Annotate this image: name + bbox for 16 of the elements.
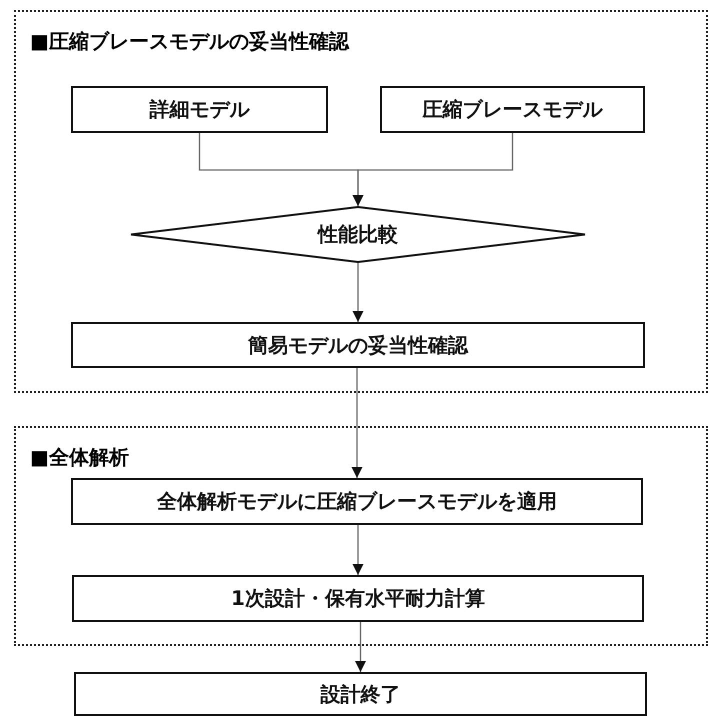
group-heading: ■圧縮ブレースモデルの妥当性確認 <box>30 28 349 55</box>
dotted-group-frame <box>14 10 708 393</box>
arrow <box>352 133 514 206</box>
dotted-group-frame <box>14 426 708 646</box>
arrow <box>352 263 364 322</box>
arrow <box>352 368 362 478</box>
process-box: 1次設計・保有水平耐力計算 <box>72 575 644 622</box>
group-heading: ■全体解析 <box>30 444 129 471</box>
process-box: 詳細モデル <box>71 86 328 133</box>
process-box: 全体解析モデルに圧縮ブレースモデルを適用 <box>71 478 643 525</box>
process-box: 設計終了 <box>74 672 647 716</box>
arrow <box>352 525 364 575</box>
arrow <box>355 622 366 672</box>
process-box: 簡易モデルの妥当性確認 <box>71 322 645 368</box>
process-box: 圧縮ブレースモデル <box>380 86 645 133</box>
decision-label: 性能比較 <box>318 221 398 248</box>
